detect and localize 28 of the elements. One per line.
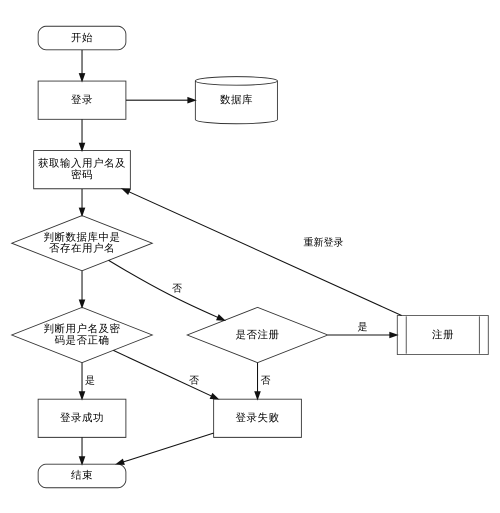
node-box: 登录失败 — [213, 398, 302, 438]
arrow — [113, 349, 220, 400]
arrow — [120, 188, 402, 316]
edge-label: 否 — [172, 283, 182, 294]
node-box: 登录成功 — [38, 398, 126, 438]
edge-label: 是 — [85, 374, 96, 386]
arrow — [78, 270, 86, 308]
edge-label: 否 — [260, 374, 271, 386]
node-box: 开始 — [38, 25, 126, 50]
arrow — [78, 188, 86, 217]
edge-label: 否 — [189, 374, 200, 386]
arrow — [126, 96, 197, 103]
arrow — [254, 362, 261, 400]
node-diamond: 判断数据库中是否存在用户名 — [10, 214, 154, 271]
arrow — [78, 436, 86, 466]
arrow — [78, 362, 86, 400]
node-box: 获取输入用户名及密码 — [33, 150, 131, 189]
arrow — [108, 259, 226, 320]
node-box: 结束 — [38, 463, 126, 488]
arrow — [328, 331, 399, 338]
arrow — [78, 49, 86, 82]
edge-label: 是 — [358, 321, 368, 332]
arrow — [114, 432, 214, 464]
edge-label: 重新登录 — [303, 237, 344, 248]
node-box: 登录 — [38, 80, 126, 120]
arrow — [78, 119, 86, 152]
node-diamond: 是否注册 — [186, 306, 330, 363]
node-diamond: 判断用户名及密码是否正确 — [10, 306, 154, 363]
